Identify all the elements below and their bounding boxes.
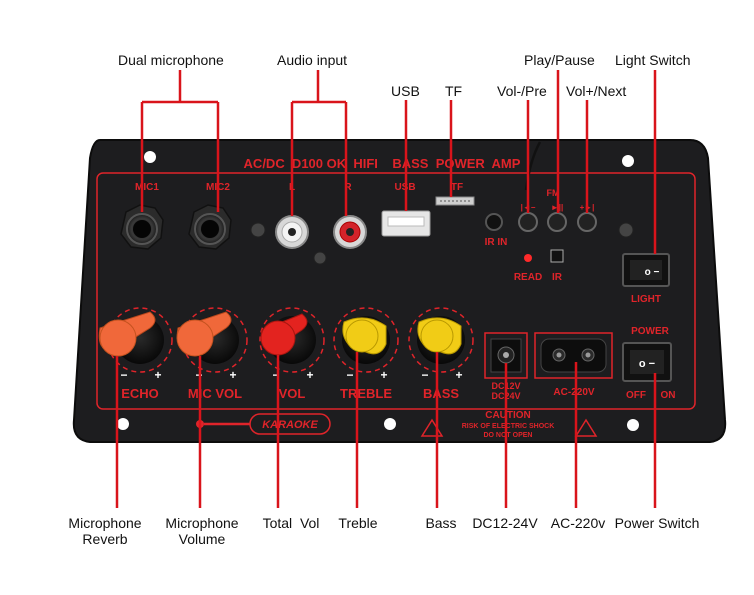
callout-bass: Bass bbox=[425, 515, 457, 531]
callout-microphone-volume-line1: Microphone bbox=[165, 515, 239, 531]
leader-lines-bottom bbox=[115, 352, 657, 508]
ac-power-socket[interactable] bbox=[540, 338, 607, 373]
callout-microphone-reverb-line2: Reverb bbox=[82, 531, 128, 547]
label-r: R bbox=[344, 182, 352, 193]
callout-ac: AC-220v bbox=[550, 515, 606, 531]
mic2-jack[interactable] bbox=[188, 204, 232, 250]
mount-hole bbox=[144, 151, 156, 163]
label-vol: VOL bbox=[279, 386, 306, 401]
antenna-wire bbox=[524, 141, 542, 191]
screw bbox=[250, 222, 266, 238]
mic-vol-knob[interactable] bbox=[176, 311, 239, 364]
label-mic1: MIC1 bbox=[135, 182, 159, 193]
echo-knob[interactable] bbox=[98, 311, 164, 364]
svg-text:+: + bbox=[154, 368, 161, 382]
tf-card-slot[interactable] bbox=[435, 196, 475, 206]
callout-power-switch: Power Switch bbox=[614, 515, 700, 531]
label-bass: BASS bbox=[423, 386, 459, 401]
svg-text:RISK OF ELECTRIC SHOCK: RISK OF ELECTRIC SHOCK bbox=[462, 423, 555, 430]
label-power: POWER bbox=[631, 326, 670, 337]
svg-text:−: − bbox=[272, 368, 279, 382]
light-switch[interactable]: o − bbox=[622, 253, 670, 287]
callout-total-vol: Total Vol bbox=[262, 515, 320, 531]
svg-text:o −: o − bbox=[645, 267, 660, 278]
label-treble: TREBLE bbox=[340, 386, 392, 401]
ir-in-jack[interactable] bbox=[485, 213, 503, 231]
label-read: READ bbox=[514, 272, 542, 283]
callout-dual-microphone: Dual microphone bbox=[118, 52, 224, 68]
svg-text:CAUTION: CAUTION bbox=[485, 410, 531, 421]
usb-port[interactable] bbox=[381, 210, 431, 237]
mount-hole bbox=[117, 418, 129, 430]
panel-title: AC/DC D100 OK HIFI BASS POWER AMP bbox=[244, 156, 521, 171]
svg-text:+: + bbox=[306, 368, 313, 382]
screw bbox=[618, 222, 634, 238]
svg-text:+: + bbox=[229, 368, 236, 382]
label-mic-vol: MIC VOL bbox=[188, 386, 242, 401]
bass-knob[interactable] bbox=[417, 316, 465, 364]
label-light: LIGHT bbox=[631, 294, 661, 305]
screw bbox=[313, 251, 327, 265]
callout-audio-input: Audio input bbox=[277, 52, 348, 68]
label-fm: FM bbox=[547, 188, 560, 198]
ac-frame bbox=[534, 332, 613, 379]
label-tf: TF bbox=[451, 182, 463, 193]
total-vol-knob[interactable] bbox=[260, 313, 316, 364]
rca-right-input[interactable] bbox=[333, 215, 367, 249]
rca-left-input[interactable] bbox=[275, 215, 309, 249]
power-switch[interactable]: o − bbox=[622, 342, 672, 382]
label-ac: AC-220V bbox=[553, 387, 594, 398]
mount-hole bbox=[384, 418, 396, 430]
svg-text:+: + bbox=[380, 368, 387, 382]
label-ir-in: IR IN bbox=[485, 237, 508, 248]
callout-microphone-volume: Microphone Volume bbox=[165, 515, 238, 547]
label-off: OFF bbox=[626, 390, 646, 401]
mount-hole bbox=[627, 419, 639, 431]
callout-play-pause: Play/Pause bbox=[524, 52, 595, 68]
treble-knob[interactable] bbox=[342, 316, 390, 364]
svg-text:−: − bbox=[346, 368, 353, 382]
callout-microphone-volume-line2: Volume bbox=[178, 531, 226, 547]
silkscreen-frame bbox=[96, 172, 696, 410]
svg-text:DO NOT OPEN: DO NOT OPEN bbox=[483, 432, 532, 439]
callout-treble: Treble bbox=[338, 515, 378, 531]
callout-vol-prev: Vol-/Pre bbox=[497, 83, 547, 99]
svg-text:−: − bbox=[421, 368, 428, 382]
mic1-jack[interactable] bbox=[120, 204, 164, 250]
callout-tf: TF bbox=[445, 83, 463, 99]
callout-usb: USB bbox=[391, 83, 420, 99]
callout-vol-next: Vol+/Next bbox=[566, 83, 627, 99]
svg-text:+: + bbox=[455, 368, 462, 382]
svg-text:o −: o − bbox=[639, 358, 655, 370]
svg-text:−: − bbox=[120, 368, 127, 382]
read-led bbox=[524, 254, 532, 262]
label-on: ON bbox=[661, 390, 676, 401]
ir-receiver bbox=[550, 249, 564, 263]
label-karaoke: KARAOKE bbox=[262, 419, 318, 431]
callout-dc: DC12-24V bbox=[472, 515, 538, 531]
callout-microphone-reverb: Microphone Reverb bbox=[68, 515, 141, 547]
label-ir: IR bbox=[552, 272, 563, 283]
mount-hole bbox=[622, 155, 634, 167]
label-echo: ECHO bbox=[121, 386, 159, 401]
callout-microphone-reverb-line1: Microphone bbox=[68, 515, 142, 531]
leader-lines-top bbox=[140, 70, 657, 254]
callout-light-switch: Light Switch bbox=[615, 52, 691, 68]
